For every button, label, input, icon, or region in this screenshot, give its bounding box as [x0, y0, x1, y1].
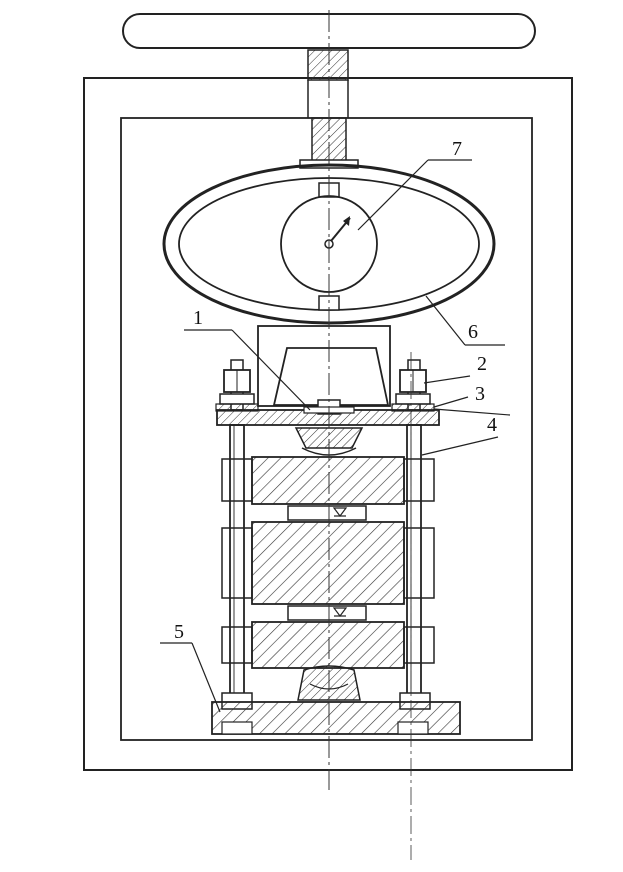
center-axis — [328, 10, 412, 860]
label-6: 6 — [468, 321, 478, 343]
label-4: 4 — [487, 414, 497, 436]
displacement-markers — [332, 507, 348, 617]
label-7: 7 — [452, 138, 462, 160]
loading-cap — [257, 325, 391, 407]
leader-lines — [160, 159, 511, 713]
label-1: 1 — [193, 307, 203, 329]
specimen-stack — [221, 456, 435, 669]
label-3: 3 — [475, 383, 485, 405]
label-5: 5 — [174, 621, 184, 643]
label-2: 2 — [477, 353, 487, 375]
base-plate — [211, 701, 461, 735]
